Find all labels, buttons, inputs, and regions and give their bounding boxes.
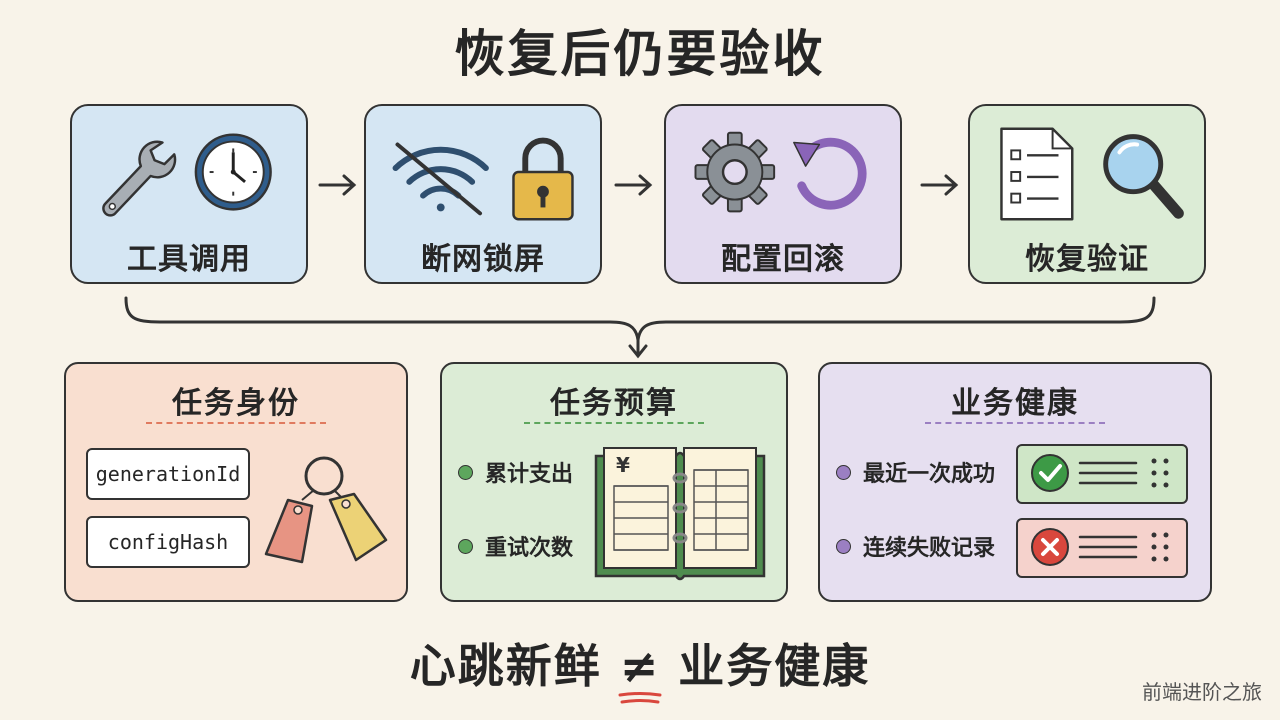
card-title: 任务身份 — [172, 386, 300, 421]
arrow-right-icon — [614, 174, 653, 196]
step-icons — [102, 133, 272, 217]
card-title: 业务健康 — [951, 386, 1079, 421]
bullet-label: 最近一次成功 — [863, 462, 996, 487]
magnifier-icon — [1103, 134, 1184, 219]
title-underline — [925, 422, 1105, 424]
step-label: 工具调用 — [127, 242, 251, 277]
step-label: 断网锁屏 — [421, 242, 545, 277]
step-icons — [392, 137, 574, 221]
ledger-book-icon: ¥ — [594, 447, 766, 581]
footer-right: 业务健康 — [678, 639, 871, 693]
undo-arrow-icon — [793, 137, 867, 210]
title-underline — [524, 422, 704, 424]
title-underline — [146, 422, 326, 424]
card-title: 任务预算 — [550, 386, 678, 421]
merge-brace — [124, 296, 1156, 359]
checklist-document-icon — [1000, 127, 1074, 221]
footer-statement: 心跳新鲜 ≠ 业务健康 — [0, 630, 1280, 704]
watermark: 前端进阶之旅 — [1142, 680, 1262, 704]
clock-icon — [194, 133, 272, 211]
bullet-dot — [836, 538, 851, 554]
status-row-failure — [1016, 518, 1188, 578]
step-label: 恢复验证 — [1025, 242, 1149, 277]
budget-item-spend: 累计支出 — [458, 456, 573, 488]
success-check-icon — [1031, 454, 1169, 492]
card-business-health: 业务健康 最近一次成功 连续失败记录 — [818, 362, 1212, 602]
bullet-label: 重试次数 — [485, 536, 574, 561]
failure-x-icon — [1031, 528, 1169, 566]
red-double-underline — [618, 692, 662, 704]
not-equal-glyph: ≠ — [619, 639, 661, 693]
step-label: 配置回滚 — [721, 242, 845, 277]
wrench-icon — [102, 140, 177, 217]
padlock-icon — [512, 137, 574, 221]
health-item-last-success: 最近一次成功 — [836, 456, 995, 488]
step-icons — [1000, 127, 1184, 221]
ledger-symbol: ¥ — [616, 453, 630, 477]
not-equal-symbol: ≠ — [618, 639, 662, 704]
flow-step-recovery-verify: 恢复验证 — [968, 104, 1206, 284]
bullet-dot — [458, 538, 473, 554]
status-row-success — [1016, 444, 1188, 504]
health-item-consecutive-failures: 连续失败记录 — [836, 530, 995, 562]
bullet-dot — [836, 464, 851, 480]
arrow-right-icon — [920, 174, 959, 196]
field-config-hash: configHash — [86, 516, 250, 568]
budget-item-retries: 重试次数 — [458, 530, 573, 562]
bullet-dot — [458, 464, 473, 480]
wifi-off-icon — [392, 142, 489, 216]
card-task-budget: 任务预算 累计支出 重试次数 ¥ — [440, 362, 788, 602]
field-generation-id: generationId — [86, 448, 250, 500]
key-tags-icon — [264, 456, 388, 564]
arrow-right-icon — [318, 174, 357, 196]
page-title: 恢复后仍要验收 — [454, 25, 826, 83]
footer-left: 心跳新鲜 — [409, 639, 602, 693]
flow-step-tool-call: 工具调用 — [70, 104, 308, 284]
gear-icon — [694, 131, 776, 213]
flow-step-config-rollback: 配置回滚 — [664, 104, 902, 284]
bullet-label: 累计支出 — [485, 462, 574, 487]
flow-step-network-lock: 断网锁屏 — [364, 104, 602, 284]
card-task-identity: 任务身份 generationId configHash — [64, 362, 408, 602]
bullet-label: 连续失败记录 — [863, 536, 996, 561]
step-icons — [694, 131, 867, 213]
